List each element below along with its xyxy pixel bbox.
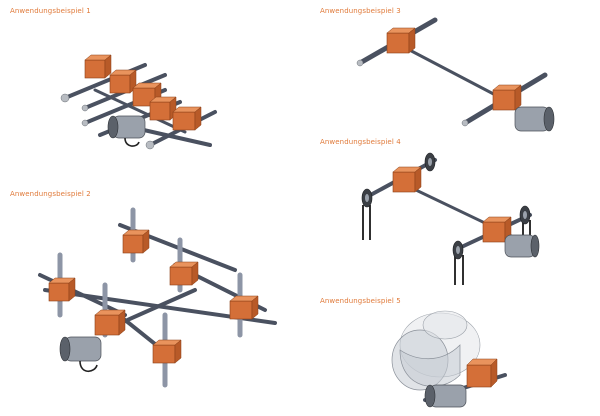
example-2-label: Anwendungsbeispiel 2 bbox=[10, 190, 91, 198]
example-3-label: Anwendungsbeispiel 3 bbox=[320, 7, 401, 15]
example-2-illustration bbox=[25, 205, 280, 395]
example-1-label: Anwendungsbeispiel 1 bbox=[10, 7, 91, 15]
example-5-label: Anwendungsbeispiel 5 bbox=[320, 297, 401, 305]
example-1-illustration bbox=[55, 50, 225, 160]
example-4-label: Anwendungsbeispiel 4 bbox=[320, 138, 401, 146]
example-5-illustration bbox=[385, 305, 515, 415]
example-3-illustration bbox=[355, 15, 575, 140]
example-4-illustration bbox=[355, 150, 545, 285]
